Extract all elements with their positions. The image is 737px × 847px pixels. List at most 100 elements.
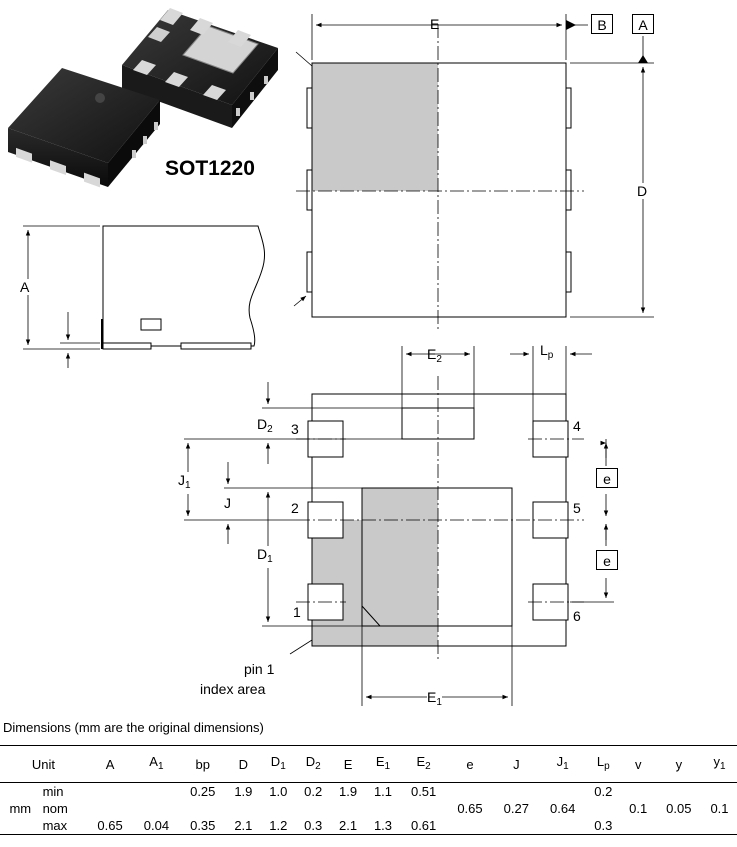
table-cell: 1.1 [373,784,393,799]
table-cell: 2.1 [225,817,261,835]
table-cell: 1.9 [339,784,358,799]
column-header: A1 [133,745,180,783]
pin-label-1: 1 [293,604,301,620]
row-label: nom [42,801,68,816]
pin1-corner-shading [312,63,438,191]
table-cell [539,817,586,835]
table-cell [226,800,261,817]
unit-cell: mm [9,801,32,816]
table-cell [331,800,366,817]
row-label: max [40,817,87,835]
package-front-top-face [8,68,160,163]
table-cell [446,817,494,835]
column-header: J1 [539,745,586,783]
table-cell: 0.3 [295,817,331,835]
pin1-label-line1: pin 1 [244,661,275,677]
dim-d2-label: D2 [257,416,273,435]
unit-cell [0,783,41,801]
pin-label-6: 6 [573,608,581,624]
table-cell [539,783,585,801]
table-cell: 0.2 [304,784,323,799]
table-cell [133,783,179,801]
table-cell [366,800,401,817]
column-header: D1 [260,745,296,783]
table-cell: 0.1 [629,801,648,816]
column-header: v [620,745,656,783]
column-header: D [225,745,261,783]
dim-j1-label: J1 [178,472,191,494]
unit-header: Unit [0,745,87,783]
table-cell [180,800,226,817]
table-cell [620,817,656,835]
table-cell: 0.51 [410,784,437,799]
column-header: E1 [365,745,401,783]
dim-e2-label: E2 [427,346,442,365]
table-cell: 2.1 [330,817,366,835]
table-cell: 0.35 [179,817,226,835]
table-cell [447,783,493,801]
dim-d1-label: D1 [257,546,273,568]
table-cell [133,800,179,817]
table-cell: 1.3 [365,817,401,835]
dimensions-caption: Dimensions (mm are the original dimensio… [3,720,264,735]
table-cell: 0.1 [710,801,729,816]
pin1-label-line2: index area [200,681,266,697]
table-cell [493,817,540,835]
dim-d-label: D [637,183,648,199]
table-cell [656,783,702,801]
table-cell [702,783,737,801]
table-cell [655,817,702,835]
table-cell: 0.65 [457,801,483,816]
table-cell: 0.04 [133,817,180,835]
table-cell [296,800,331,817]
column-header: bp [179,745,226,783]
row-label: min [42,784,64,799]
top-view [293,14,654,330]
unit-cell [0,817,41,835]
column-header: Lp [585,745,621,783]
table-cell: 0.25 [190,784,216,799]
table-cell: 0.3 [585,817,621,835]
table-cell: 0.65 [86,817,134,835]
package-outline-drawing [8,8,654,706]
pin-label-2: 2 [291,500,299,516]
pin-label-3: 3 [291,421,299,437]
column-header: A [86,745,134,783]
dim-a-label: A [20,279,30,295]
table-cell: 1.9 [234,784,253,799]
dim-e1-label: E1 [427,689,442,711]
table-cell: 0.05 [666,801,692,816]
side-view [23,225,265,368]
pitch-e-box-bottom: e [596,550,618,570]
bottom-view [184,346,614,706]
dim-e-label: E [430,16,440,32]
pin-label-4: 4 [573,418,581,434]
column-header: J [493,745,540,783]
dim-j-label: J [224,495,231,511]
package-name: SOT1220 [165,157,255,180]
column-header: y1 [701,745,737,783]
table-cell [400,800,446,817]
table-cell [87,783,133,801]
table-cell [701,817,737,835]
table-cell: 1.2 [260,817,296,835]
column-header: y [655,745,702,783]
table-cell [621,783,656,801]
pin-label-5: 5 [573,500,581,516]
pitch-e-box-top: e [596,468,618,488]
table-cell: 0.27 [503,801,529,816]
column-header: E2 [400,745,447,783]
column-header: D2 [295,745,331,783]
table-cell [261,800,296,817]
column-header: e [446,745,494,783]
datum-a-box: A [632,14,654,34]
column-header: E [330,745,366,783]
table-cell [586,800,621,817]
table-cell [87,800,133,817]
table-cell: 0.61 [400,817,447,835]
